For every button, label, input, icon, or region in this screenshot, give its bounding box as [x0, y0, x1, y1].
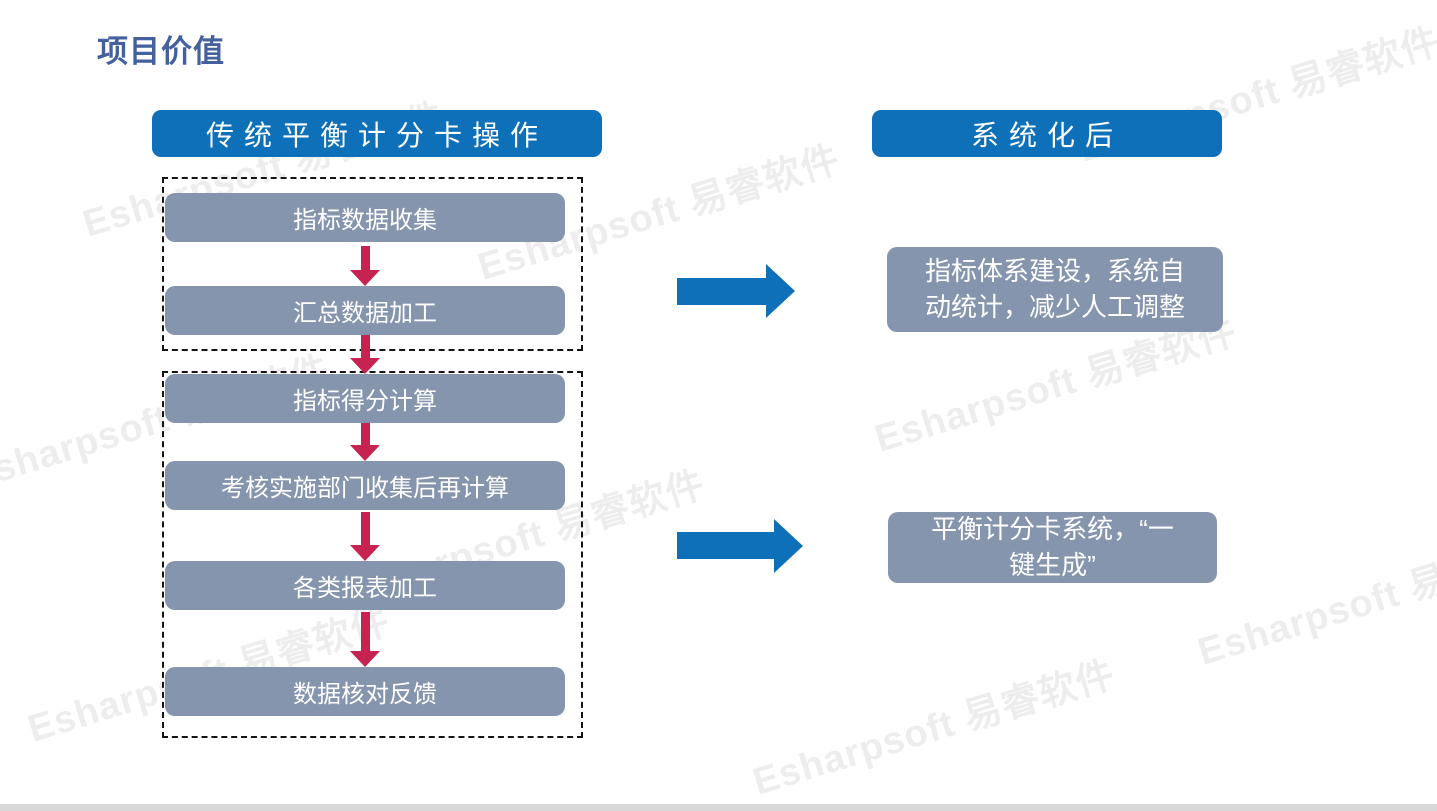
watermark: Esharpsoft 易睿软件: [748, 653, 1121, 804]
watermark: Esharpsoft 易睿软件: [1193, 523, 1437, 674]
result-box-indicator-system: 指标体系建设，系统自 动统计，减少人工调整: [887, 247, 1223, 332]
result-line: 动统计，减少人工调整: [924, 291, 1185, 322]
down-arrow-icon: [350, 246, 380, 286]
flow-step-dept-recalculation: 考核实施部门收集后再计算: [165, 461, 565, 510]
down-arrow-icon: [350, 335, 380, 374]
flow-step-data-check-feedback: 数据核对反馈: [165, 667, 565, 716]
down-arrow-icon: [350, 612, 380, 667]
page-title: 项目价值: [97, 34, 225, 69]
flow-step-data-collection: 指标数据收集: [165, 193, 565, 242]
result-line: 指标体系建设，系统自: [924, 255, 1185, 286]
right-arrow-icon: [677, 264, 795, 318]
slide-bottom-edge: [0, 804, 1437, 811]
dashed-group-1: [162, 177, 583, 351]
down-arrow-icon: [350, 423, 380, 461]
result-line: 键生成”: [1009, 549, 1096, 580]
result-line: 平衡计分卡系统，“一: [931, 513, 1174, 544]
flow-step-score-calculation: 指标得分计算: [165, 374, 565, 423]
down-arrow-icon: [350, 512, 380, 561]
flow-step-data-aggregation: 汇总数据加工: [165, 286, 565, 335]
right-arrow-icon: [677, 518, 803, 573]
header-after-systemization: 系统化后: [872, 110, 1222, 157]
result-box-one-click-generation: 平衡计分卡系统，“一 键生成”: [888, 512, 1217, 583]
header-traditional-operation: 传统平衡计分卡操作: [152, 110, 602, 157]
flow-step-report-processing: 各类报表加工: [165, 561, 565, 610]
